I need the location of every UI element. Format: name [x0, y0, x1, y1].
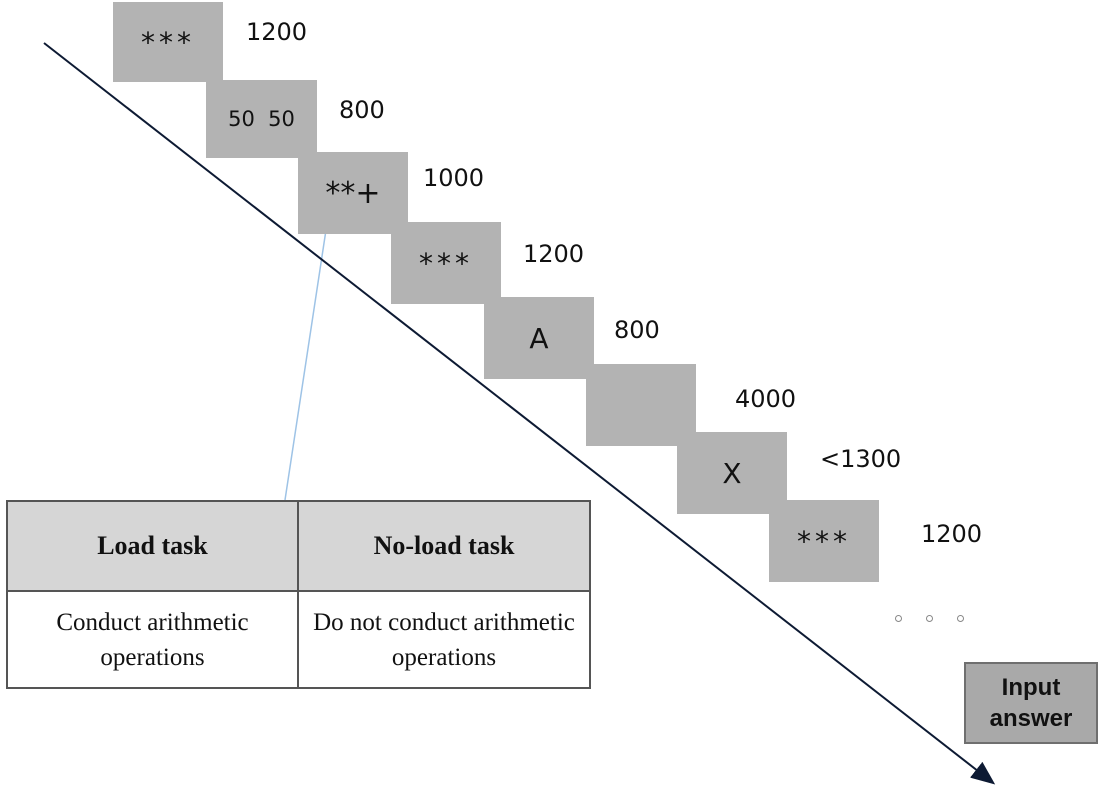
screen-letter-a: A	[484, 297, 594, 379]
screen-numbers: 50 50	[206, 80, 317, 158]
screen-fixation-1: ***	[113, 2, 223, 82]
screen-text: X	[722, 456, 742, 490]
screen-fixation-2: ***	[391, 222, 501, 304]
screen-text: **+	[325, 175, 381, 211]
duration-label: 1200	[523, 240, 585, 268]
task-table: Load task No-load task Conduct arithmeti…	[6, 500, 591, 689]
screen-text: 50 50	[228, 107, 295, 131]
duration-label: 1200	[921, 520, 983, 548]
input-answer-box: Input answer	[964, 662, 1098, 744]
dot	[957, 614, 964, 622]
table-cell-no-load: Do not conduct arithmetic operations	[299, 590, 589, 687]
duration-label: 1000	[423, 164, 485, 192]
connector-line	[284, 229, 327, 501]
dot	[926, 614, 933, 622]
input-answer-label: Input answer	[989, 673, 1073, 732]
table-header-load: Load task	[8, 502, 299, 590]
duration-label: 1200	[246, 18, 308, 46]
duration-label: 800	[614, 316, 660, 344]
screen-fixation-3: ***	[769, 500, 879, 582]
table-header-no-load: No-load task	[299, 502, 589, 590]
screen-text: ***	[797, 524, 851, 558]
table-cell-load: Conduct arithmetic operations	[8, 590, 299, 687]
continuation-dots	[895, 608, 985, 628]
screen-text: ***	[419, 246, 473, 280]
screen-text: A	[529, 321, 549, 355]
duration-label: <1300	[820, 445, 902, 473]
screen-text: ***	[141, 25, 195, 59]
duration-label: 4000	[735, 385, 797, 413]
duration-label: 800	[339, 96, 385, 124]
dot	[895, 614, 902, 622]
